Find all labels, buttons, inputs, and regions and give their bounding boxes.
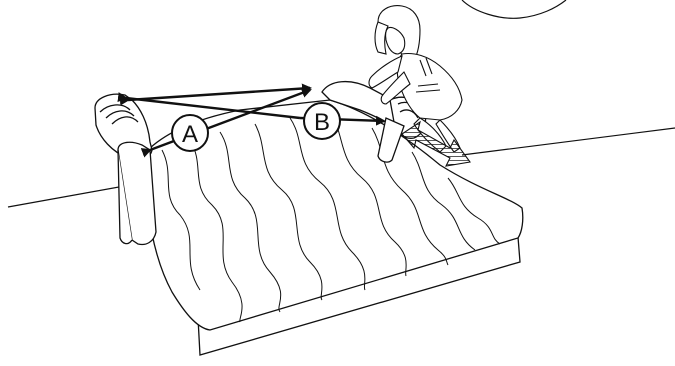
label-b: B	[314, 109, 330, 136]
left-armrest	[95, 94, 156, 244]
circle-fragment	[462, 0, 566, 18]
callout-b: B	[304, 103, 340, 139]
label-a: A	[182, 121, 198, 148]
top-measure-line	[128, 88, 310, 100]
callout-a: A	[172, 115, 208, 151]
